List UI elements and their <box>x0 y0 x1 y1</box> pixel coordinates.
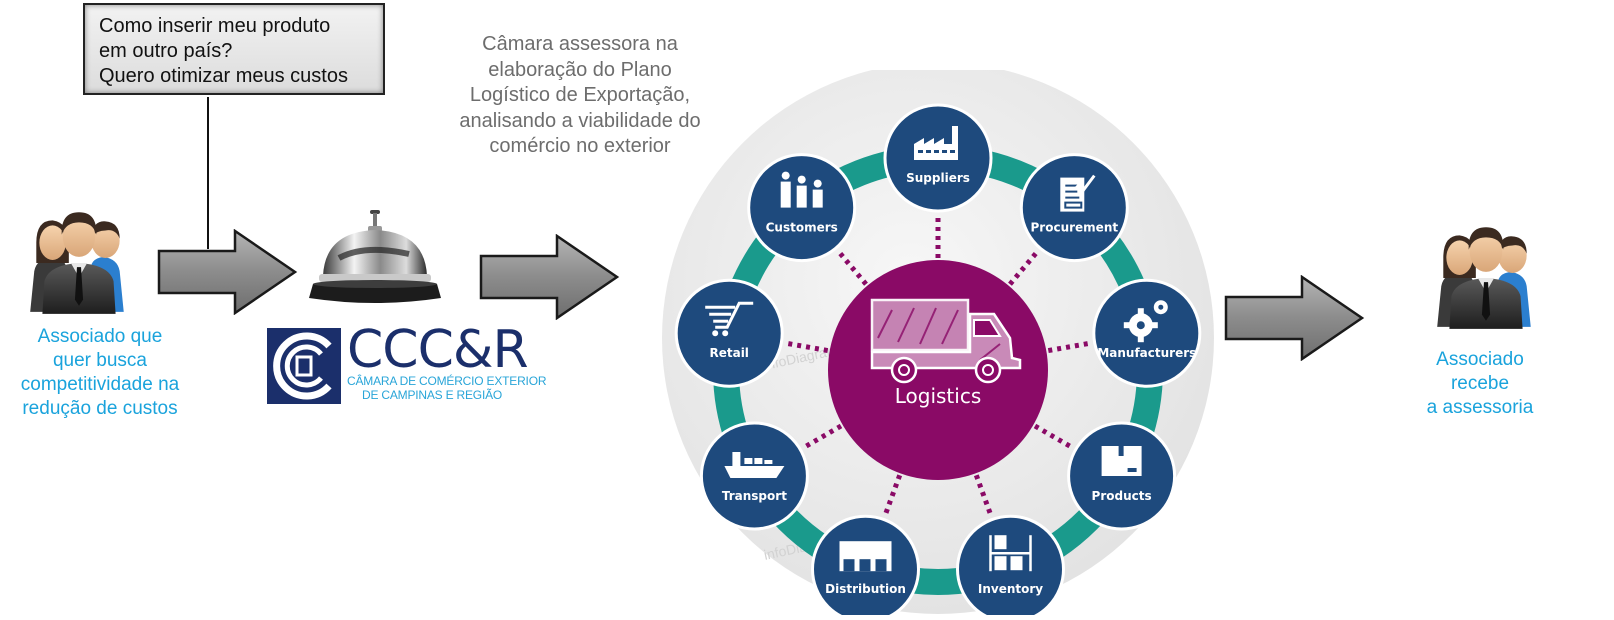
logistics-node-products: Products <box>1067 421 1177 531</box>
logo-subtitle-line: DE CAMPINAS E REGIÃO <box>361 388 503 402</box>
factory-icon <box>914 126 958 160</box>
question-line: Quero otimizar meus custos <box>99 65 348 87</box>
arrow-right-icon <box>157 229 297 315</box>
dotted-connector <box>1033 423 1076 451</box>
warehouse-icon <box>839 541 892 572</box>
logistics-diagram: infoDiagram infoDiagram Logistics Suppli… <box>662 70 1214 615</box>
caption-line: Associado que <box>37 326 163 347</box>
node-label: Procurement <box>1031 221 1119 235</box>
logistics-center: Logistics <box>828 260 1048 480</box>
caption-line: Associado <box>1436 349 1524 370</box>
logistics-node-inventory: Inventory <box>956 514 1065 615</box>
chamber-description: Câmara assessora na elaboração do Plano … <box>440 32 720 160</box>
logistics-node-suppliers: Suppliers <box>883 103 993 213</box>
caption-line: redução de custos <box>22 398 178 419</box>
question-line: Como inserir meu produto <box>99 15 331 37</box>
node-label: Distribution <box>825 582 906 596</box>
dotted-connector <box>1047 340 1094 354</box>
caption-line: quer busca <box>52 350 147 371</box>
question-line: em outro país? <box>99 40 233 62</box>
node-label: Manufacturers <box>1097 346 1196 360</box>
business-people-icon <box>1437 227 1531 329</box>
dotted-connector <box>835 248 868 286</box>
center-label: Logistics <box>895 384 982 408</box>
dotted-connector <box>881 474 903 519</box>
logistics-node-manufacturers: Manufacturers <box>1092 278 1202 388</box>
shelves-icon <box>989 535 1032 572</box>
cart-icon <box>705 301 754 337</box>
logo-subtitle-line: CÂMARA DE COMÉRCIO EXTERIOR <box>347 374 547 388</box>
question-box: Como inserir meu produto em outro país? … <box>83 3 385 95</box>
cccr-logo-subtitle: CÂMARA DE COMÉRCIO EXTERIOR DE CAMPINAS … <box>347 374 547 402</box>
arrow-right-icon <box>479 234 619 320</box>
right-member-caption: Associado recebe a assessoria <box>1400 348 1560 420</box>
dotted-connector <box>1008 248 1041 286</box>
caption-line: a assessoria <box>1426 397 1534 418</box>
description-line: Logístico de Exportação, <box>469 84 691 106</box>
left-member-caption: Associado que quer busca competitividade… <box>5 325 195 421</box>
caption-line: competitividade na <box>20 374 180 395</box>
node-label: Inventory <box>978 582 1043 596</box>
node-circle <box>674 278 784 388</box>
dotted-connector <box>800 423 843 451</box>
cccr-logo-name: CCC&R <box>347 320 529 380</box>
description-line: analisando a viabilidade do <box>459 109 701 132</box>
people-icon <box>780 171 823 208</box>
logistics-node-retail: Retail <box>674 278 784 388</box>
business-people-icon <box>30 212 124 314</box>
dotted-connector <box>782 340 829 354</box>
logistics-node-transport: Transport <box>699 421 809 531</box>
service-bell-icon <box>309 210 441 303</box>
node-label: Customers <box>766 221 838 235</box>
checklist-icon <box>1060 174 1096 212</box>
description-line: Câmara assessora na <box>482 33 678 55</box>
logistics-node-distribution: Distribution <box>811 514 920 615</box>
cccr-logo: CCC&R CÂMARA DE COMÉRCIO EXTERIOR DE CAM… <box>267 324 547 406</box>
node-label: Transport <box>722 489 787 503</box>
logistics-node-customers: Customers <box>747 153 857 263</box>
node-label: Retail <box>709 346 748 360</box>
node-label: Products <box>1092 489 1152 503</box>
description-line: comércio no exterior <box>489 135 671 157</box>
ship-icon <box>724 452 785 478</box>
node-label: Suppliers <box>906 171 970 185</box>
dotted-connector <box>973 474 995 519</box>
truck-icon <box>870 298 1022 384</box>
description-line: elaboração do Plano <box>488 58 672 81</box>
gears-icon <box>1123 300 1168 343</box>
connector-line <box>207 97 209 249</box>
caption-line: recebe <box>1450 373 1510 394</box>
cccr-emblem-icon <box>267 328 341 404</box>
logistics-node-procurement: Procurement <box>1019 153 1129 263</box>
arrow-right-icon <box>1224 275 1364 361</box>
box-icon <box>1101 446 1142 476</box>
center-circle <box>828 260 1048 480</box>
